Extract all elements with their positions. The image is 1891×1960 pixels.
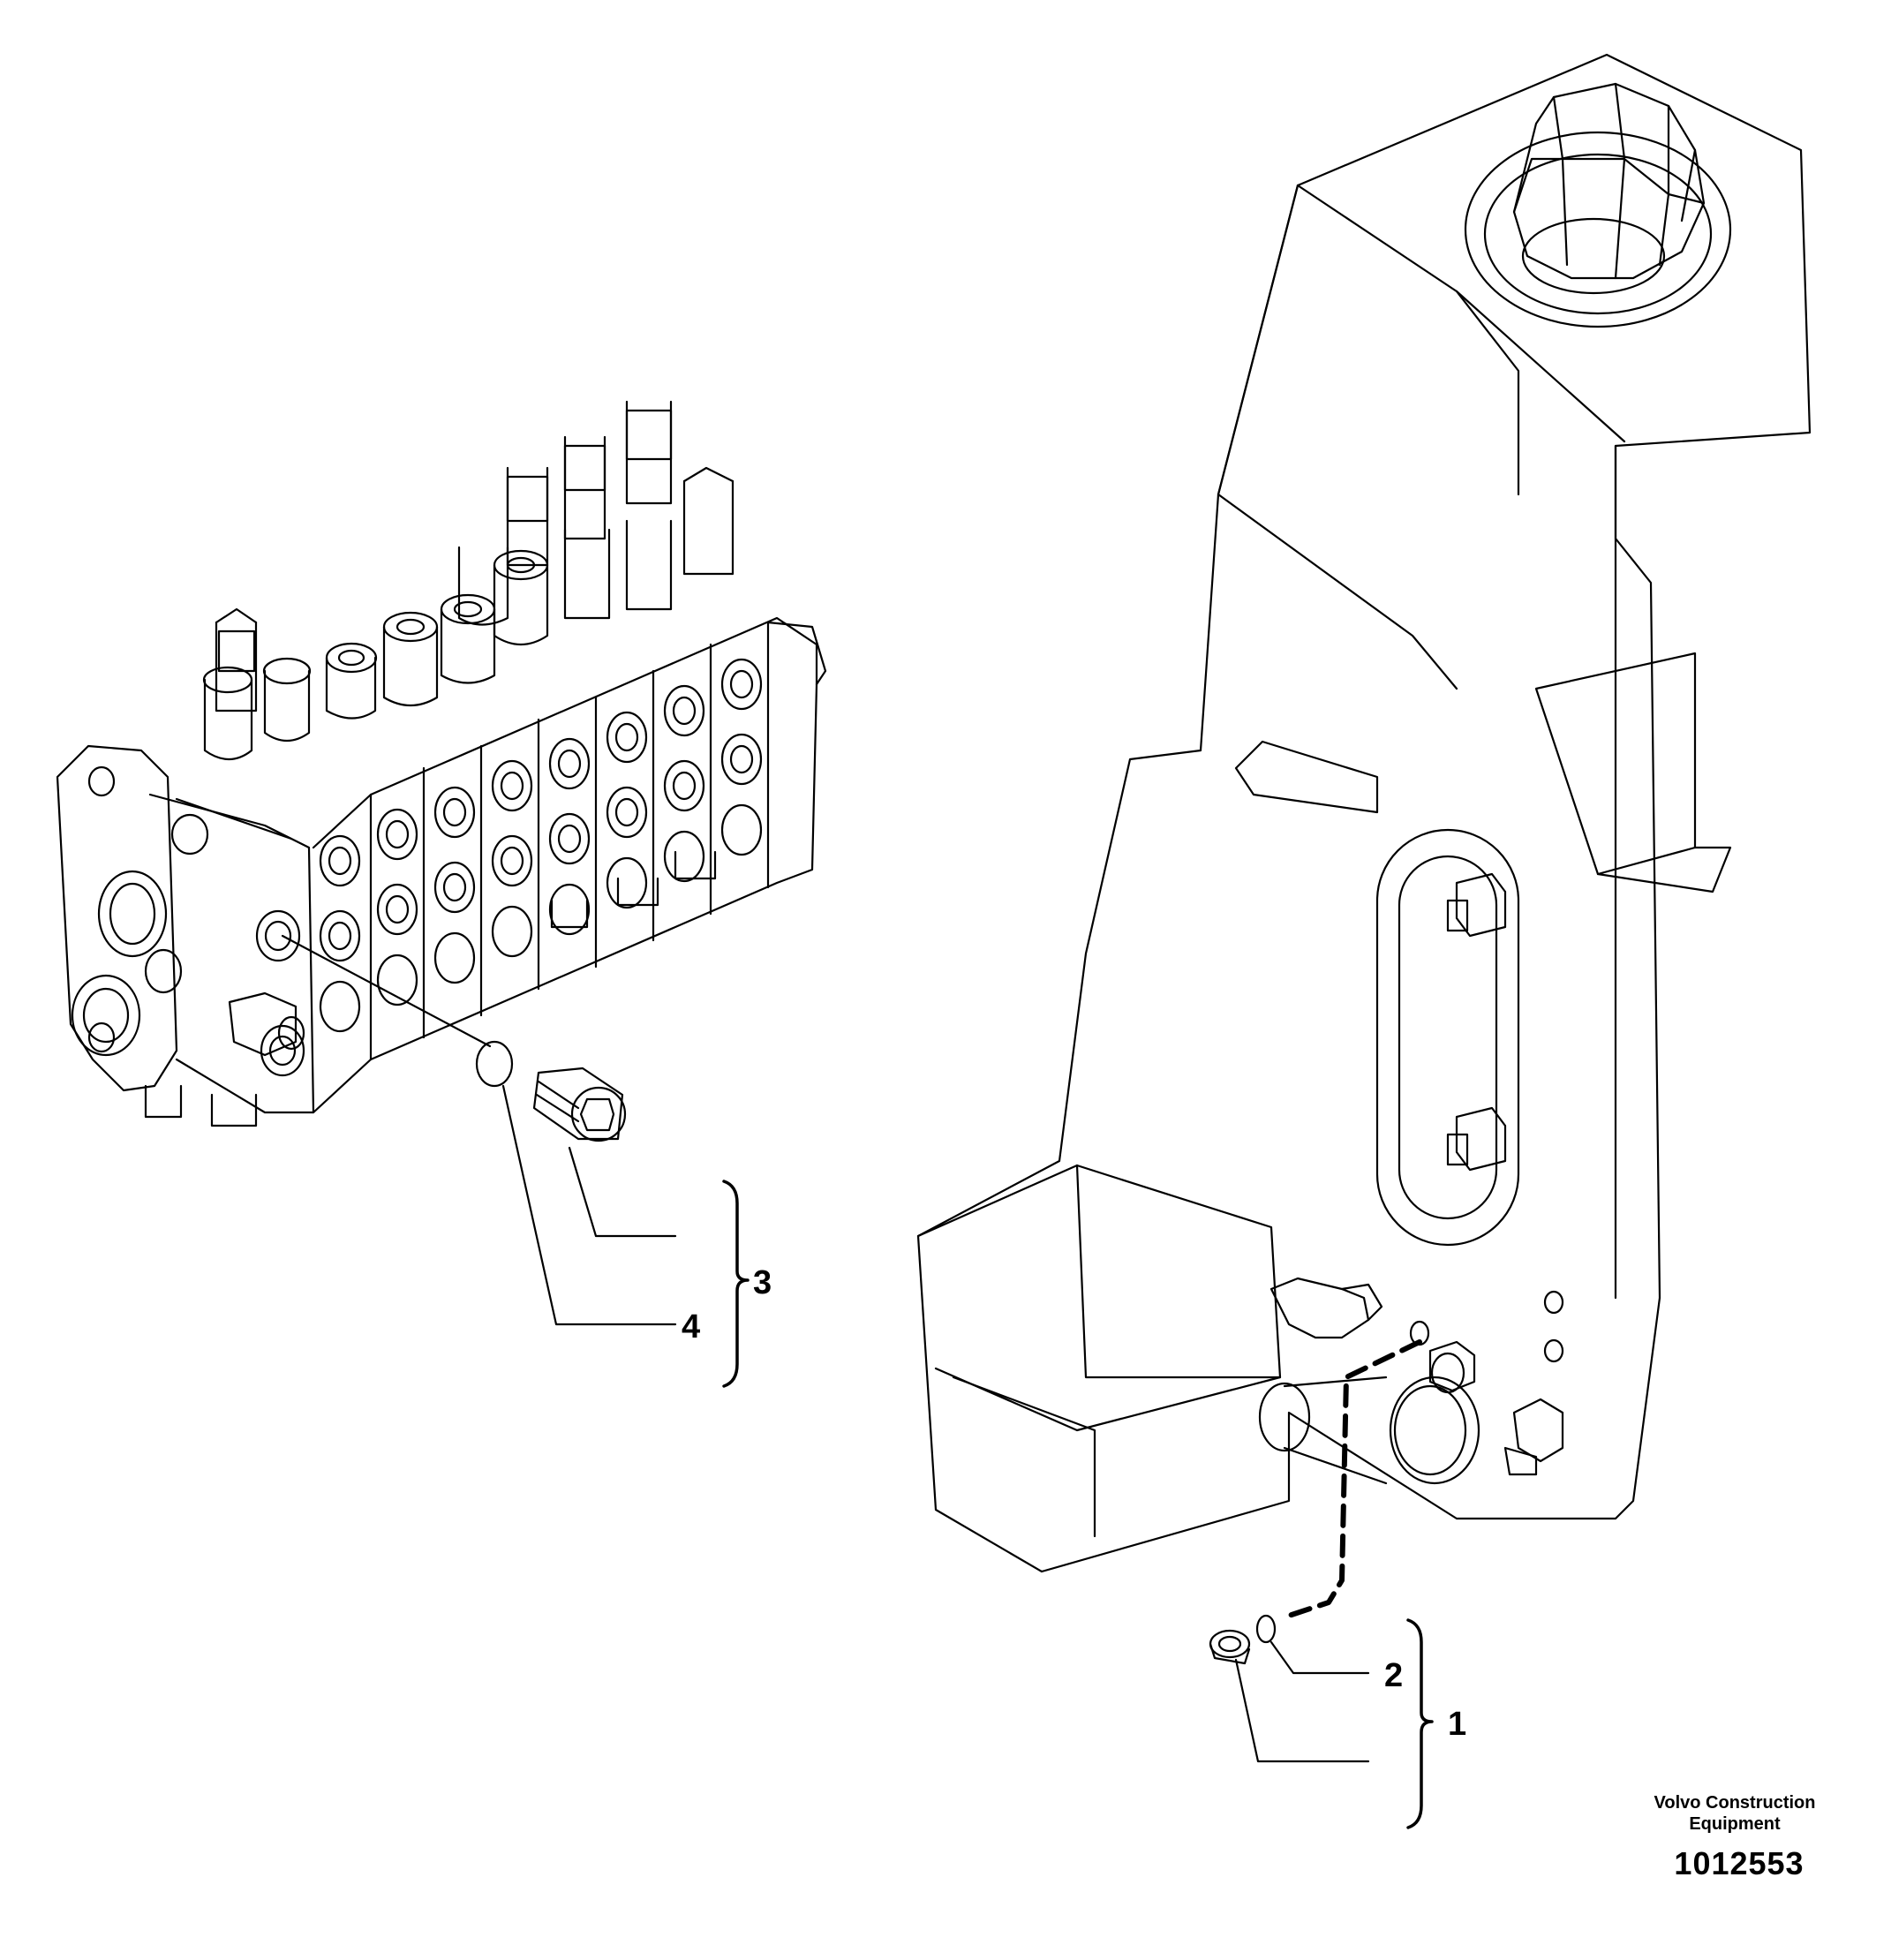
spool-caps	[202, 400, 735, 761]
plug-fitting	[1428, 1340, 1476, 1394]
control-valve	[56, 400, 827, 1127]
sight-glass	[1375, 828, 1520, 1247]
tank-plug-seal	[1255, 1614, 1277, 1644]
hydraulic-tank	[916, 53, 1812, 1573]
filler-cap	[1464, 82, 1732, 328]
tank-drain-plug	[1209, 1629, 1251, 1665]
valve-plug	[532, 1067, 627, 1142]
sight-glass-bolt-bottom	[1446, 1106, 1507, 1172]
callout-item-1: 1	[1448, 1706, 1466, 1743]
leader-item-1	[1234, 1658, 1370, 1763]
bracket-item-1	[1406, 1618, 1434, 1829]
callout-item-2: 2	[1384, 1657, 1403, 1694]
brand-label: Volvo Construction Equipment	[1589, 1792, 1880, 1835]
elbow-fitting-top	[1269, 1277, 1383, 1339]
elbow-fitting-right	[1503, 1398, 1564, 1476]
leader-item-2	[1269, 1640, 1370, 1675]
brand-line-2: Equipment	[1689, 1814, 1781, 1834]
drain-port	[1258, 1376, 1480, 1485]
valve-port-seal	[475, 1040, 514, 1088]
dashed-leader	[1286, 1339, 1422, 1618]
sight-glass-bolt-top	[1446, 872, 1507, 938]
leader-item-4	[501, 1084, 677, 1326]
relief-valve-cap	[228, 991, 305, 1057]
leader-item-3-plug	[568, 1146, 677, 1238]
callout-item-4: 4	[682, 1308, 700, 1346]
bracket-item-3	[722, 1180, 750, 1388]
callout-item-3: 3	[753, 1264, 772, 1301]
brand-line-1: Volvo Construction	[1654, 1793, 1816, 1813]
valve-sections	[312, 616, 818, 1114]
valve-port-leader	[281, 934, 492, 1048]
document-number: 1012553	[1674, 1845, 1804, 1881]
